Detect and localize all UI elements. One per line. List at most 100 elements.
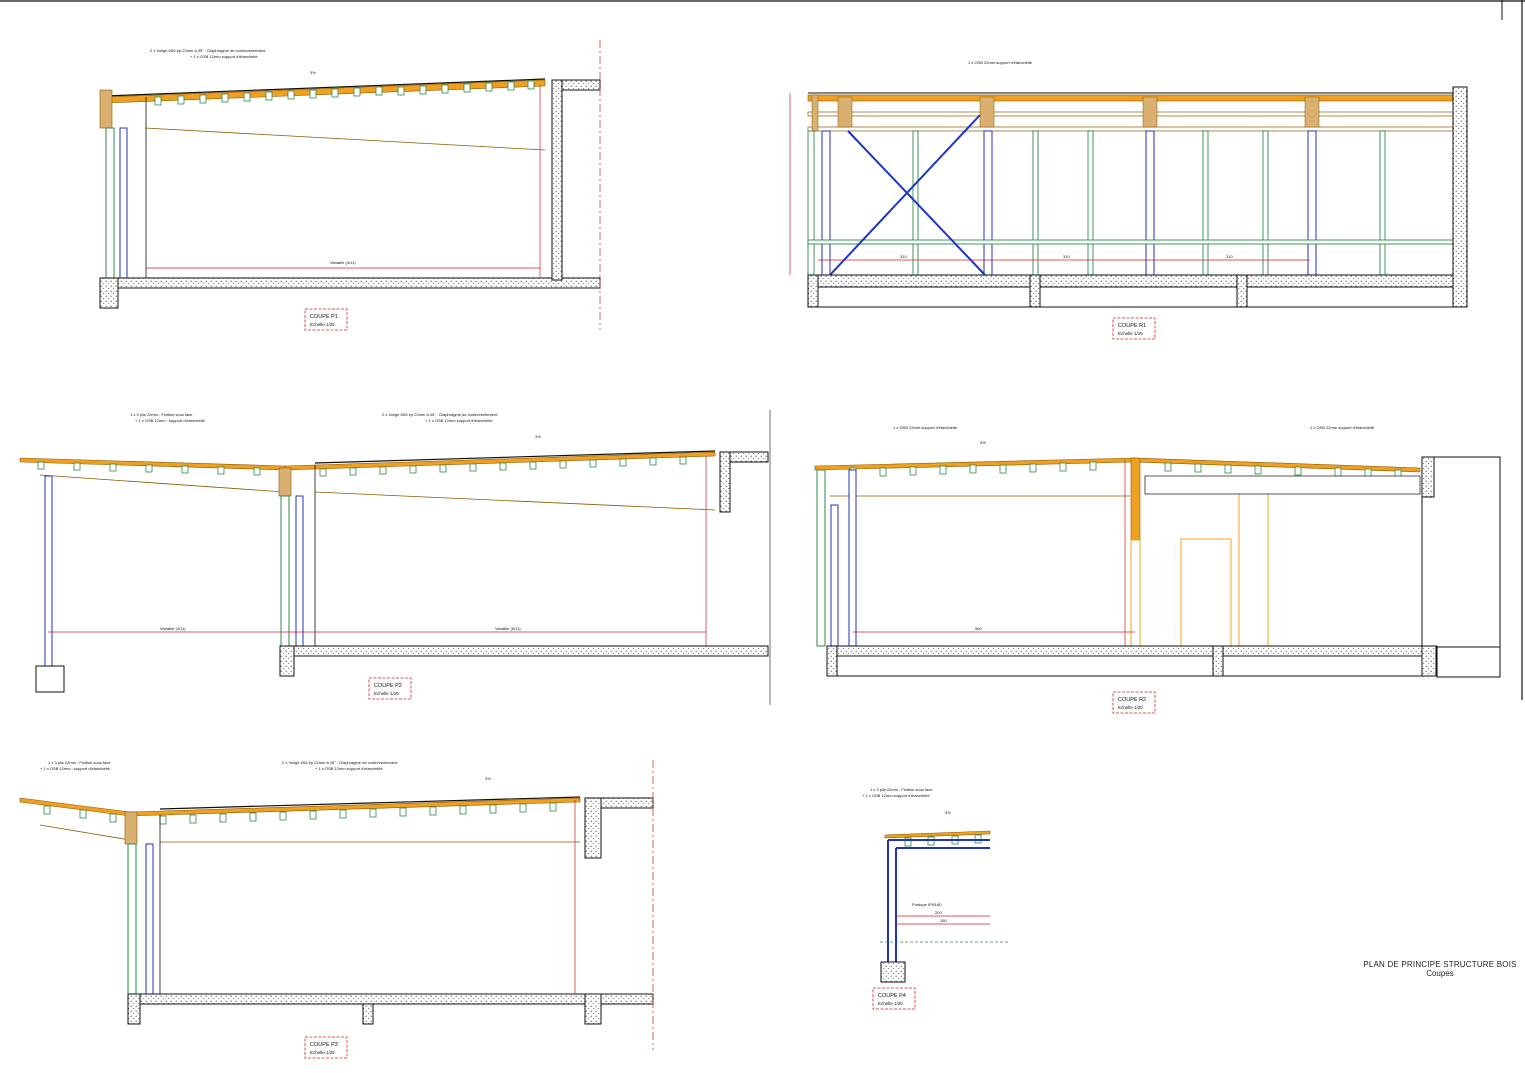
floor-slab bbox=[279, 645, 769, 657]
ceiling-line bbox=[314, 491, 716, 511]
roof-beam bbox=[129, 797, 581, 817]
floor-slab bbox=[127, 993, 654, 1005]
footing bbox=[880, 961, 906, 983]
upper-ceiling bbox=[1144, 475, 1421, 495]
right-pier bbox=[1452, 86, 1468, 308]
door-frame bbox=[1180, 538, 1232, 647]
section-p1: Variable (4/11) 3% 2 x Volige 6S6 ép.22m… bbox=[99, 40, 601, 331]
span-label: 310 bbox=[1063, 254, 1070, 259]
title-box bbox=[1112, 317, 1156, 340]
section-scale: Echelle 1/25 bbox=[374, 691, 399, 696]
note-top-2: + 1 x OSB 12mm support d'étanchéité bbox=[190, 54, 258, 59]
slope-label: 3% bbox=[980, 440, 986, 445]
ceiling-line-left bbox=[39, 824, 131, 841]
wall-stud bbox=[280, 495, 290, 647]
ridge-post bbox=[1130, 457, 1141, 541]
right-wall-pier-lower bbox=[584, 993, 602, 1025]
rafter-blocks bbox=[43, 802, 557, 825]
floor-slab bbox=[807, 274, 1454, 288]
beam-stacks bbox=[811, 94, 1320, 132]
roof-beam-right bbox=[1134, 457, 1421, 473]
post-left bbox=[44, 475, 53, 667]
rafter-blocks bbox=[154, 80, 535, 106]
post bbox=[830, 504, 839, 647]
right-wall-pier bbox=[584, 797, 602, 859]
section-scale: Echelle 1/25 bbox=[1118, 331, 1143, 336]
footing bbox=[1421, 645, 1437, 677]
ridge-post-lower bbox=[1130, 539, 1141, 647]
post bbox=[295, 495, 304, 647]
note-top-2: + 1 x OSB 12mm : support d'étanchéité bbox=[40, 766, 111, 771]
span-label: 560 bbox=[975, 626, 982, 631]
footing bbox=[1029, 274, 1041, 308]
footing bbox=[362, 1003, 374, 1025]
note-top: 1 x 3 plis 22mm : Finition sous face bbox=[130, 412, 193, 417]
section-p4: 200 150 Portique IPN160 1 x 3 plis 22mm … bbox=[862, 787, 1010, 1010]
section-p2: Variable (4/11) Variable (5/11) 1 x 3 pl… bbox=[19, 410, 771, 705]
wall-stud bbox=[127, 843, 137, 995]
note-top: 1 x 3 plis 22mm : Finition sous face bbox=[870, 787, 933, 792]
footing-left bbox=[99, 277, 119, 309]
ceiling-line bbox=[144, 127, 546, 151]
steel-portal-frame bbox=[887, 839, 990, 962]
post bbox=[145, 843, 154, 995]
rafter-blocks bbox=[37, 456, 687, 477]
brace-diagonal-2 bbox=[829, 114, 981, 276]
span-label-right: Variable (5/11) bbox=[495, 626, 521, 631]
post bbox=[848, 469, 857, 647]
section-label: COUPE P2 bbox=[374, 683, 402, 689]
note-right-2: + 1 x OSB 12mm support d'étanchéité bbox=[425, 418, 493, 423]
note-right-2: + 1 x OSB 12mm support d'étanchéité bbox=[315, 766, 383, 771]
span-label: Variable (4/11) bbox=[330, 260, 356, 265]
wall-studs bbox=[807, 130, 1454, 276]
right-wall-pier bbox=[1421, 456, 1435, 498]
brace-diagonal-1 bbox=[847, 130, 986, 276]
roof-beam-left bbox=[19, 797, 131, 817]
post bbox=[119, 127, 128, 279]
footing bbox=[826, 645, 838, 677]
title-box bbox=[304, 308, 348, 331]
span-label: 310 bbox=[900, 254, 907, 259]
section-p3: 1 x 3 plis 22mm : Finition sous face + 1… bbox=[19, 760, 654, 1059]
section-r1: 310 310 310 1 x OSB 22mm support d'étanc… bbox=[789, 60, 1468, 340]
note-right: 2 x Volige 6S6 ép.22mm à 45° : Diaphragm… bbox=[282, 760, 398, 765]
note-post: Portique IPN160 bbox=[912, 902, 942, 907]
title-box bbox=[304, 1036, 348, 1059]
section-r2: 560 1 x OSB 22mm support d'étanchéité 1 … bbox=[814, 425, 1501, 714]
end-beam-stack bbox=[99, 89, 113, 129]
section-scale: Echelle 1/25 bbox=[878, 1001, 903, 1006]
note-top: 2 x Volige 6S6 ép.22mm à 45° : Diaphragm… bbox=[150, 48, 266, 53]
note-top: 1 x 3 plis 22mm : Finition sous face bbox=[48, 760, 111, 765]
right-wall bbox=[1421, 456, 1501, 648]
sheet-title: PLAN DE PRINCIPE STRUCTURE BOIS bbox=[1363, 960, 1517, 969]
roof-top-line bbox=[314, 450, 716, 464]
right-wall-pier bbox=[719, 451, 731, 513]
ceiling-line-left bbox=[39, 474, 286, 493]
sheet-title-block: PLAN DE PRINCIPE STRUCTURE BOIS Coupes bbox=[1350, 960, 1525, 978]
dim-label: 200 bbox=[935, 910, 942, 915]
section-label: COUPE P4 bbox=[878, 993, 906, 999]
footing bbox=[279, 645, 295, 677]
slope-label: 3% bbox=[535, 434, 541, 439]
span-label: 310 bbox=[1226, 254, 1233, 259]
floor-slab bbox=[826, 645, 1438, 657]
sheet-subtitle: Coupes bbox=[1426, 969, 1454, 978]
purlin-line bbox=[807, 111, 1454, 117]
title-box bbox=[1112, 691, 1156, 714]
right-wall-pier bbox=[551, 79, 563, 281]
title-box bbox=[368, 677, 412, 700]
lower-beam bbox=[807, 126, 1454, 132]
roof-top-line bbox=[104, 78, 546, 97]
footing bbox=[1236, 274, 1248, 308]
roof-top-line bbox=[159, 796, 581, 810]
note-right: 1 x OSB 22mm support d'étanchéité bbox=[1310, 425, 1375, 430]
roof-beam bbox=[884, 830, 991, 839]
note-top: 1 x OSB 22mm support d'étanchéité bbox=[968, 60, 1033, 65]
section-scale: Echelle 1/25 bbox=[1118, 705, 1143, 710]
slope-label: 3% bbox=[485, 776, 491, 781]
title-box bbox=[872, 987, 916, 1010]
section-label: COUPE R2 bbox=[1118, 697, 1146, 703]
beam-stack bbox=[124, 811, 138, 845]
roof-beam bbox=[104, 79, 546, 104]
